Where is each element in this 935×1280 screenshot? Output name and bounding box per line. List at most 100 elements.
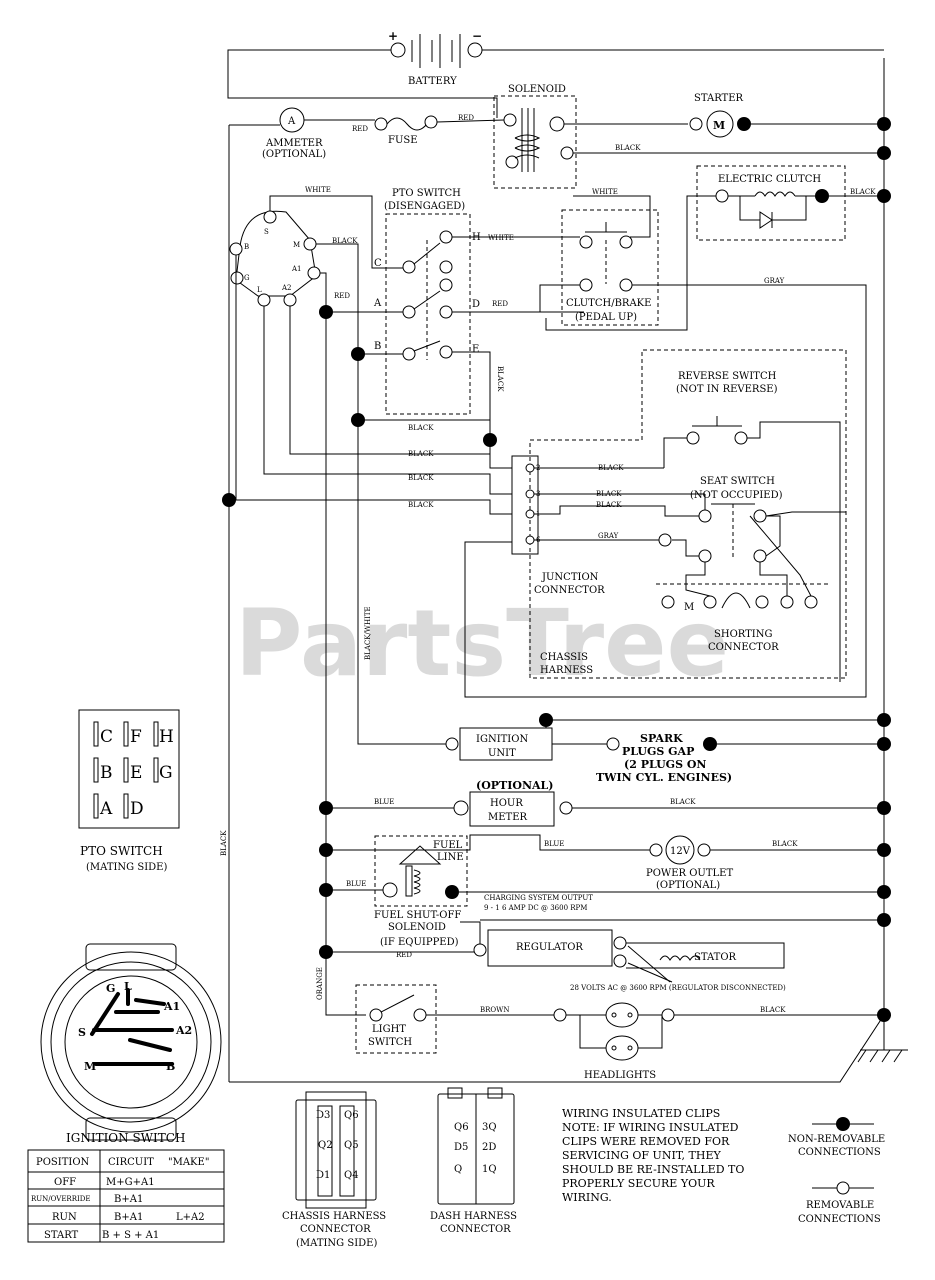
svg-text:F: F bbox=[130, 727, 142, 747]
svg-text:BLACK: BLACK bbox=[598, 464, 624, 472]
stator-note: 28 VOLTS AC @ 3600 RPM (REGULATOR DISCON… bbox=[570, 984, 786, 992]
svg-text:Q: Q bbox=[454, 1164, 462, 1175]
clutch-brake-state: (PEDAL UP) bbox=[575, 312, 637, 323]
ammeter: A AMMETER (OPTIONAL) bbox=[262, 107, 326, 160]
svg-text:M: M bbox=[293, 241, 300, 249]
svg-text:Q5: Q5 bbox=[344, 1140, 359, 1151]
svg-text:TWIN CYL. ENGINES): TWIN CYL. ENGINES) bbox=[596, 771, 732, 784]
svg-text:CIRCUIT: CIRCUIT bbox=[108, 1157, 154, 1168]
svg-text:C: C bbox=[374, 258, 382, 269]
pto-switch-state: (DISENGAGED) bbox=[384, 201, 465, 212]
spark-plugs: SPARK PLUGS GAP (2 PLUGS ON TWIN CYL. EN… bbox=[596, 732, 732, 784]
svg-text:G: G bbox=[244, 274, 250, 282]
svg-text:BROWN: BROWN bbox=[480, 1006, 509, 1014]
svg-text:E: E bbox=[472, 344, 479, 355]
svg-text:SOLENOID: SOLENOID bbox=[388, 922, 446, 933]
ammeter-label: AMMETER bbox=[265, 138, 323, 149]
electric-clutch-label: ELECTRIC CLUTCH bbox=[718, 174, 821, 185]
svg-text:A: A bbox=[287, 116, 296, 127]
ammeter-note: (OPTIONAL) bbox=[262, 149, 326, 160]
svg-text:GRAY: GRAY bbox=[764, 277, 785, 285]
svg-text:L: L bbox=[257, 286, 262, 294]
junction-connector: 2 3 1 6 JUNCTION CONNECTOR bbox=[511, 455, 605, 596]
regulator-label: REGULATOR bbox=[516, 942, 583, 953]
svg-text:D: D bbox=[130, 799, 144, 819]
ignition-unit: IGNITION UNIT bbox=[445, 727, 553, 761]
svg-text:ORANGE: ORANGE bbox=[316, 967, 324, 1000]
svg-text:B + S + A1: B + S + A1 bbox=[102, 1230, 159, 1241]
svg-text:(IF EQUIPPED): (IF EQUIPPED) bbox=[380, 937, 459, 948]
svg-text:WHITE: WHITE bbox=[488, 234, 514, 242]
charging-output-1: CHARGING SYSTEM OUTPUT bbox=[484, 894, 593, 902]
chassis-harness-label: CHASSIS bbox=[540, 652, 588, 663]
stator: STATOR 28 VOLTS AC @ 3600 RPM (REGULATOR… bbox=[570, 942, 786, 992]
svg-text:BLACK: BLACK bbox=[596, 501, 622, 509]
pto-mating-title: PTO SWITCH bbox=[80, 844, 163, 858]
hour-meter-label: HOUR bbox=[490, 798, 523, 809]
svg-text:BLUE: BLUE bbox=[346, 880, 366, 888]
svg-text:B+A1: B+A1 bbox=[114, 1194, 143, 1205]
svg-text:CONNECTOR: CONNECTOR bbox=[708, 642, 779, 653]
svg-text:Q4: Q4 bbox=[344, 1170, 359, 1181]
svg-text:B: B bbox=[166, 1060, 175, 1073]
reverse-switch-state: (NOT IN REVERSE) bbox=[676, 384, 778, 395]
svg-text:UNIT: UNIT bbox=[488, 748, 516, 759]
svg-text:CONNECTIONS: CONNECTIONS bbox=[798, 1147, 881, 1158]
ignition-unit-label: IGNITION bbox=[476, 734, 528, 745]
headlights: HEADLIGHTS bbox=[553, 1002, 675, 1081]
reverse-switch-label: REVERSE SWITCH bbox=[678, 371, 777, 382]
svg-text:G: G bbox=[159, 763, 173, 783]
shorting-connector-label: SHORTING bbox=[714, 629, 772, 640]
svg-text:BLACK: BLACK bbox=[760, 1006, 786, 1014]
svg-text:BLACK: BLACK bbox=[670, 798, 696, 806]
svg-text:BLACK: BLACK bbox=[408, 424, 434, 432]
svg-text:WHITE: WHITE bbox=[592, 188, 618, 196]
svg-text:A: A bbox=[99, 799, 113, 819]
fuel-line-label: FUEL bbox=[433, 840, 463, 851]
svg-text:M: M bbox=[684, 602, 694, 613]
legend-removable: REMOVABLE bbox=[806, 1200, 874, 1211]
svg-text:BLACK: BLACK bbox=[596, 490, 622, 498]
ignition-switch-title: IGNITION SWITCH bbox=[66, 1131, 185, 1145]
svg-text:B+A1: B+A1 bbox=[114, 1212, 143, 1223]
svg-text:"MAKE": "MAKE" bbox=[168, 1157, 209, 1168]
svg-text:D1: D1 bbox=[316, 1170, 330, 1181]
table-row-run: RUN bbox=[52, 1212, 77, 1223]
fuse-label: FUSE bbox=[388, 135, 418, 146]
svg-text:M: M bbox=[84, 1060, 96, 1073]
svg-text:BLACK: BLACK bbox=[496, 366, 504, 392]
svg-text:POSITION: POSITION bbox=[36, 1157, 90, 1168]
svg-text:M+G+A1: M+G+A1 bbox=[106, 1177, 155, 1188]
svg-text:WIRING INSULATED CLIPS: WIRING INSULATED CLIPS bbox=[562, 1107, 720, 1120]
starter: M STARTER bbox=[689, 93, 751, 138]
electric-clutch: ELECTRIC CLUTCH bbox=[696, 165, 846, 241]
junction-connector-label: JUNCTION bbox=[541, 572, 599, 583]
ground-symbol bbox=[857, 1015, 908, 1063]
legend: NON-REMOVABLE CONNECTIONS REMOVABLE CONN… bbox=[788, 1117, 885, 1225]
svg-text:NOTE: IF WIRING INSULATED: NOTE: IF WIRING INSULATED bbox=[562, 1121, 739, 1134]
regulator: REGULATOR bbox=[473, 929, 627, 968]
pto-mating-side: C F H B E G A D PTO SWITCH (MATING SIDE) bbox=[78, 709, 180, 873]
svg-text:BLACK: BLACK bbox=[850, 188, 876, 196]
charging-output-2: 9 - 1 6 AMP DC @ 3600 RPM bbox=[484, 904, 587, 912]
dash-harness-connector: Q6 3Q D5 2D Q 1Q DASH HARNESS CONNECTOR bbox=[430, 1087, 517, 1235]
power-outlet: 12V POWER OUTLET (OPTIONAL) bbox=[646, 835, 733, 891]
svg-text:A2: A2 bbox=[281, 284, 292, 292]
battery-label: BATTERY bbox=[408, 76, 457, 87]
watermark: PartsTree bbox=[235, 590, 729, 697]
starter-label: STARTER bbox=[694, 93, 744, 104]
svg-text:D5: D5 bbox=[454, 1142, 468, 1153]
svg-text:BLACK: BLACK bbox=[772, 840, 798, 848]
svg-text:WIRING.: WIRING. bbox=[562, 1191, 612, 1204]
svg-text:L+A2: L+A2 bbox=[176, 1212, 205, 1223]
seat-switch-state: (NOT OCCUPIED) bbox=[690, 490, 783, 501]
pto-mating-subtitle: (MATING SIDE) bbox=[86, 862, 167, 873]
svg-text:S: S bbox=[78, 1026, 86, 1039]
fuel-solenoid-label: FUEL SHUT-OFF bbox=[374, 910, 461, 921]
headlights-label: HEADLIGHTS bbox=[584, 1070, 656, 1081]
svg-text:CONNECTOR: CONNECTOR bbox=[534, 585, 605, 596]
dash-connector-label: DASH HARNESS bbox=[430, 1211, 517, 1222]
svg-text:RED: RED bbox=[396, 951, 412, 959]
svg-text:SWITCH: SWITCH bbox=[368, 1037, 412, 1048]
svg-text:RED: RED bbox=[334, 292, 350, 300]
